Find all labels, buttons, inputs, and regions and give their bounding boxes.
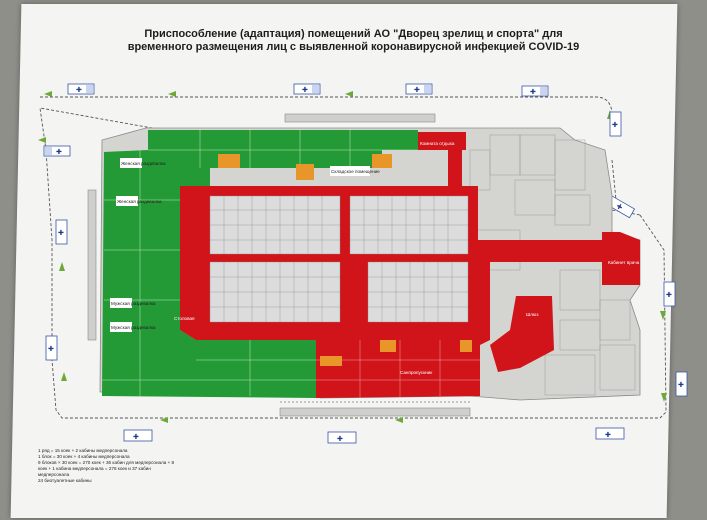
red-corridor-top: [448, 150, 462, 186]
ambulance-icon: ✚: [45, 335, 58, 361]
title-line-1: Приспособление (адаптация) помещений АО …: [144, 28, 563, 40]
ambulance-icon: ✚: [327, 431, 357, 444]
svg-text:✚: ✚: [58, 229, 64, 237]
ambulance-icon: ✚: [293, 83, 321, 95]
room-labels: Женская раздевалка Женская раздевалка Му…: [110, 141, 640, 375]
svg-text:✚: ✚: [337, 435, 343, 443]
ambulance-icon: ✚: [521, 85, 549, 97]
ambulance-icon: ✚: [123, 429, 153, 442]
legend-line: 9 блоков × 30 коек = 270 коек + 36 кабин…: [38, 460, 175, 465]
svg-text:✚: ✚: [76, 86, 82, 94]
room-label: Санпропускник: [400, 370, 433, 375]
ambulance-icon: ✚: [595, 427, 625, 440]
right-wing-rooms: [469, 134, 636, 396]
svg-text:✚: ✚: [414, 86, 420, 94]
room-label: Кабинет врача: [608, 260, 640, 265]
legend-line: 1 блок = 30 коек + 4 кабины медперсонала: [38, 454, 130, 459]
svg-text:✚: ✚: [615, 202, 624, 212]
bottom-terrace: [279, 407, 471, 417]
title-line-2: временного размещения лиц с выявленной к…: [127, 41, 580, 53]
green-zone-walls: [102, 130, 418, 396]
legend-line: 1 ряд = 15 коек + 2 кабины медперсонала: [38, 448, 128, 453]
orange-zones: [218, 154, 472, 366]
ambulance-icon: ✚: [663, 281, 676, 307]
left-terrace: [87, 189, 97, 341]
svg-text:✚: ✚: [302, 86, 308, 94]
legend-line: коек + 1 кабина медперсонала = 278 коек …: [38, 466, 151, 471]
svg-text:✚: ✚: [612, 121, 618, 129]
room-label: Складское помещение: [331, 169, 380, 174]
ambulance-icon: ✚: [67, 83, 95, 95]
room-label: Столовая: [174, 316, 195, 321]
ambulance-icon: ✚: [405, 83, 433, 95]
red-zone-walls: [316, 340, 480, 398]
room-label: Мужская раздевалка: [111, 325, 156, 330]
ambulance-icon: ✚: [43, 145, 71, 157]
top-terrace: [284, 113, 436, 123]
ambulance-group: ✚ ✚ ✚ ✚ ✚ ✚ ✚ ✚ ✚ ✚ ✚ ✚ ✚ ✚: [43, 83, 688, 444]
green-zone: [102, 130, 418, 398]
red-room-right: [490, 296, 554, 372]
legend: 1 ряд = 15 коек + 2 кабины медперсонала …: [38, 448, 298, 484]
svg-text:✚: ✚: [605, 431, 611, 439]
legend-line: 24 биотуалетные кабины: [38, 478, 92, 483]
svg-text:✚: ✚: [678, 381, 684, 389]
ambulance-icon: ✚: [675, 371, 688, 397]
room-label: Женская раздевалка: [117, 199, 162, 204]
poster-title: Приспособление (адаптация) помещений АО …: [0, 28, 707, 54]
svg-text:✚: ✚: [530, 88, 536, 96]
room-label: Комната отдыха: [420, 141, 455, 146]
ambulance-icon: ✚: [609, 111, 622, 137]
ambulance-icon: ✚: [55, 219, 68, 245]
svg-text:✚: ✚: [48, 345, 54, 353]
svg-text:✚: ✚: [56, 148, 62, 156]
room-label: Шлюз: [526, 312, 538, 317]
bed-grid: [210, 196, 468, 322]
svg-text:✚: ✚: [133, 433, 139, 441]
legend-line: медперсонала: [38, 472, 70, 477]
room-label: Женская раздевалка: [121, 161, 166, 166]
red-room-top: [418, 132, 466, 150]
room-label: Мужская раздевалка: [111, 301, 156, 306]
svg-text:✚: ✚: [666, 291, 672, 299]
